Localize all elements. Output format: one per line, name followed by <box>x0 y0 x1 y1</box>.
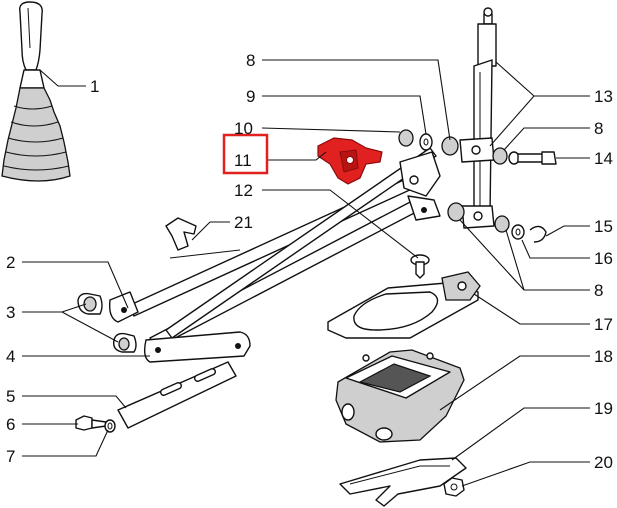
callout-9: 9 <box>246 87 255 106</box>
callout-20: 20 <box>594 453 613 472</box>
callout-21: 21 <box>234 213 253 232</box>
callout-8a: 8 <box>246 51 255 70</box>
callout-4: 4 <box>6 347 15 366</box>
callout-3: 3 <box>6 303 15 322</box>
housing-part-18 <box>335 349 465 443</box>
selector-rod-part-13 <box>459 7 497 229</box>
gaiter-plate-part-17 <box>327 271 481 339</box>
callout-14: 14 <box>594 149 613 168</box>
callout-19: 19 <box>594 399 613 418</box>
callout-10: 10 <box>234 119 253 138</box>
rod-bushes-parts-8-9-10 <box>398 129 547 243</box>
bushes-part-3 <box>77 292 137 353</box>
callout-5: 5 <box>6 387 15 406</box>
highlight-box-11 <box>222 133 269 175</box>
bolt-and-washer-parts-6-7 <box>75 415 116 433</box>
leader-lines <box>22 59 590 487</box>
gear-knob-and-boot <box>1 1 71 182</box>
stay-bracket-part-19 <box>339 457 467 507</box>
callout-18: 18 <box>594 347 613 366</box>
callout-2: 2 <box>6 253 15 272</box>
callout-16: 16 <box>594 249 613 268</box>
bracket-part-4 <box>143 331 251 363</box>
pin-bolt-part-14 <box>508 151 557 165</box>
callout-13: 13 <box>594 87 613 106</box>
callout-12: 12 <box>234 181 253 200</box>
callout-11: 11 <box>234 151 252 170</box>
callout-numbers: 1 2 3 4 5 6 7 8 9 10 11 12 21 13 8 14 15… <box>6 51 613 472</box>
nut-part-20 <box>443 477 465 497</box>
callout-8c: 8 <box>594 281 603 300</box>
callout-17: 17 <box>594 315 613 334</box>
spring-clip-part-21 <box>165 217 241 259</box>
slotted-plate-part-5 <box>117 361 237 429</box>
callout-7: 7 <box>6 447 15 466</box>
callout-15: 15 <box>594 217 613 236</box>
callout-6: 6 <box>6 415 15 434</box>
callout-1: 1 <box>90 77 99 96</box>
highlighted-part-11 <box>317 137 383 185</box>
screw-part-12 <box>410 254 430 279</box>
callout-8b: 8 <box>594 119 603 138</box>
shift-rods <box>108 147 441 349</box>
